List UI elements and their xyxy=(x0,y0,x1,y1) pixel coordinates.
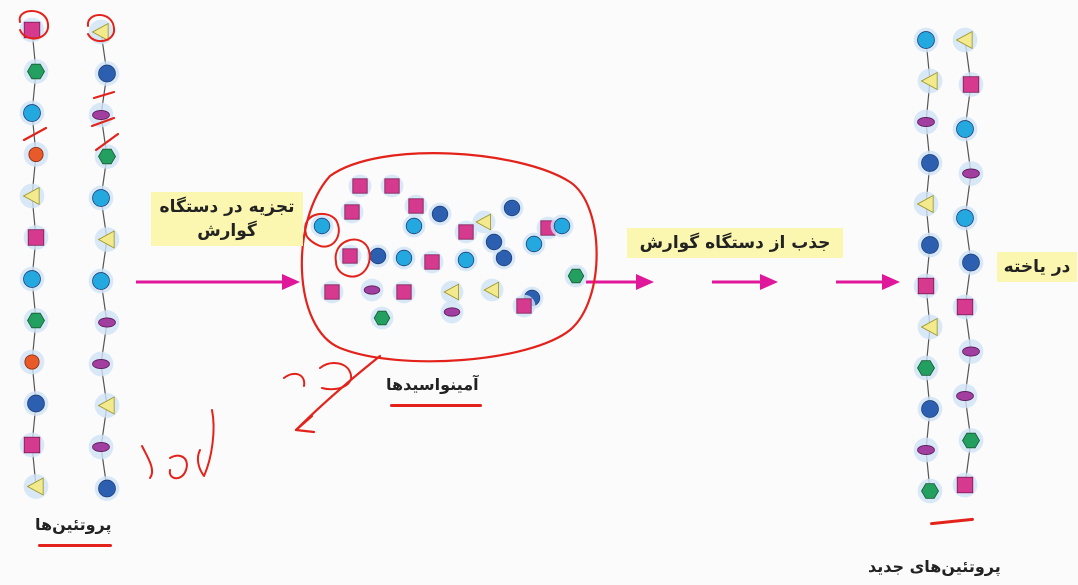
square-bead xyxy=(405,195,428,218)
square-bead xyxy=(393,281,416,304)
in-cell-label: در یاخته xyxy=(997,252,1077,282)
hexagon-bead xyxy=(371,307,394,330)
circle-bead xyxy=(918,151,943,176)
hexagon-bead xyxy=(24,59,49,84)
circle-bead xyxy=(95,476,120,501)
circle-bead xyxy=(918,233,943,258)
protein-chain xyxy=(953,28,984,498)
process-arrow xyxy=(836,274,900,290)
annotation-stroke xyxy=(142,446,152,478)
square-bead xyxy=(20,433,45,458)
oval-bead xyxy=(441,301,464,324)
triangle-bead xyxy=(95,393,120,418)
oval-bead xyxy=(914,438,939,463)
circle-bead xyxy=(89,269,114,294)
protein-chain xyxy=(914,28,943,504)
triangle-bead xyxy=(481,279,504,302)
square-bead xyxy=(914,274,939,299)
triangle-bead xyxy=(20,184,45,209)
protein-chain xyxy=(20,18,49,499)
proteins-caption: پروتئین‌ها xyxy=(35,515,111,534)
circle-bead xyxy=(483,231,506,254)
triangle-bead xyxy=(914,192,939,217)
circle-bead xyxy=(914,28,939,53)
oval-bead xyxy=(953,384,978,409)
process-arrow xyxy=(712,274,778,290)
triangle-bead xyxy=(918,315,943,340)
circle-bead xyxy=(311,215,334,238)
annotation-stroke xyxy=(284,374,304,386)
triangle-bead xyxy=(918,69,943,94)
oval-bead xyxy=(89,435,114,460)
hexagon-bead xyxy=(914,356,939,381)
oval-small-bead xyxy=(24,142,49,167)
square-bead xyxy=(321,281,344,304)
circle-bead xyxy=(20,101,45,126)
amino-acid-cluster xyxy=(311,175,588,330)
hexagon-bead xyxy=(959,428,984,453)
amino-acids-caption: آمینواسیدها xyxy=(386,375,479,394)
square-bead xyxy=(349,175,372,198)
square-bead xyxy=(339,245,362,268)
square-bead xyxy=(24,225,49,250)
process-arrows xyxy=(136,274,900,290)
triangle-bead xyxy=(953,28,978,53)
square-bead xyxy=(455,221,478,244)
annotation-stroke xyxy=(296,416,314,432)
amino-acids-underline xyxy=(390,404,482,407)
oval-bead xyxy=(89,352,114,377)
triangle-bead xyxy=(95,227,120,252)
circle-bead xyxy=(959,250,984,275)
process-arrow xyxy=(586,274,654,290)
process-arrow xyxy=(136,274,300,290)
circle-bead xyxy=(89,186,114,211)
circle-bead xyxy=(24,391,49,416)
square-bead xyxy=(953,295,978,320)
hexagon-bead xyxy=(918,479,943,504)
oval-small-bead xyxy=(20,350,45,375)
digestion-label: تجزیه در دستگاه گوارش xyxy=(151,192,303,246)
hexagon-bead xyxy=(565,265,588,288)
square-bead xyxy=(421,251,444,274)
circle-bead xyxy=(403,215,426,238)
circle-bead xyxy=(953,117,978,142)
absorption-label: جذب از دستگاه گوارش xyxy=(627,228,843,258)
triangle-bead xyxy=(24,474,49,499)
circle-bead xyxy=(953,206,978,231)
circle-bead xyxy=(501,197,524,220)
annotation-stroke xyxy=(198,410,214,476)
square-bead xyxy=(381,175,404,198)
oval-bead xyxy=(959,161,984,186)
circle-bead xyxy=(455,249,478,272)
square-bead xyxy=(953,473,978,498)
annotation-stroke xyxy=(320,363,351,389)
square-bead xyxy=(959,72,984,97)
annotation-stroke xyxy=(170,456,187,479)
circle-bead xyxy=(551,215,574,238)
proteins-underline xyxy=(38,544,112,547)
circle-bead xyxy=(429,203,452,226)
circle-bead xyxy=(918,397,943,422)
hexagon-bead xyxy=(24,308,49,333)
square-bead xyxy=(513,295,536,318)
new-proteins-caption: پروتئین‌های جدید xyxy=(868,557,1001,576)
square-bead xyxy=(341,201,364,224)
oval-bead xyxy=(361,279,384,302)
circle-bead xyxy=(20,267,45,292)
oval-bead xyxy=(95,310,120,335)
circle-bead xyxy=(393,247,416,270)
oval-bead xyxy=(959,339,984,364)
triangle-bead xyxy=(441,281,464,304)
circle-bead xyxy=(95,61,120,86)
oval-bead xyxy=(914,110,939,135)
